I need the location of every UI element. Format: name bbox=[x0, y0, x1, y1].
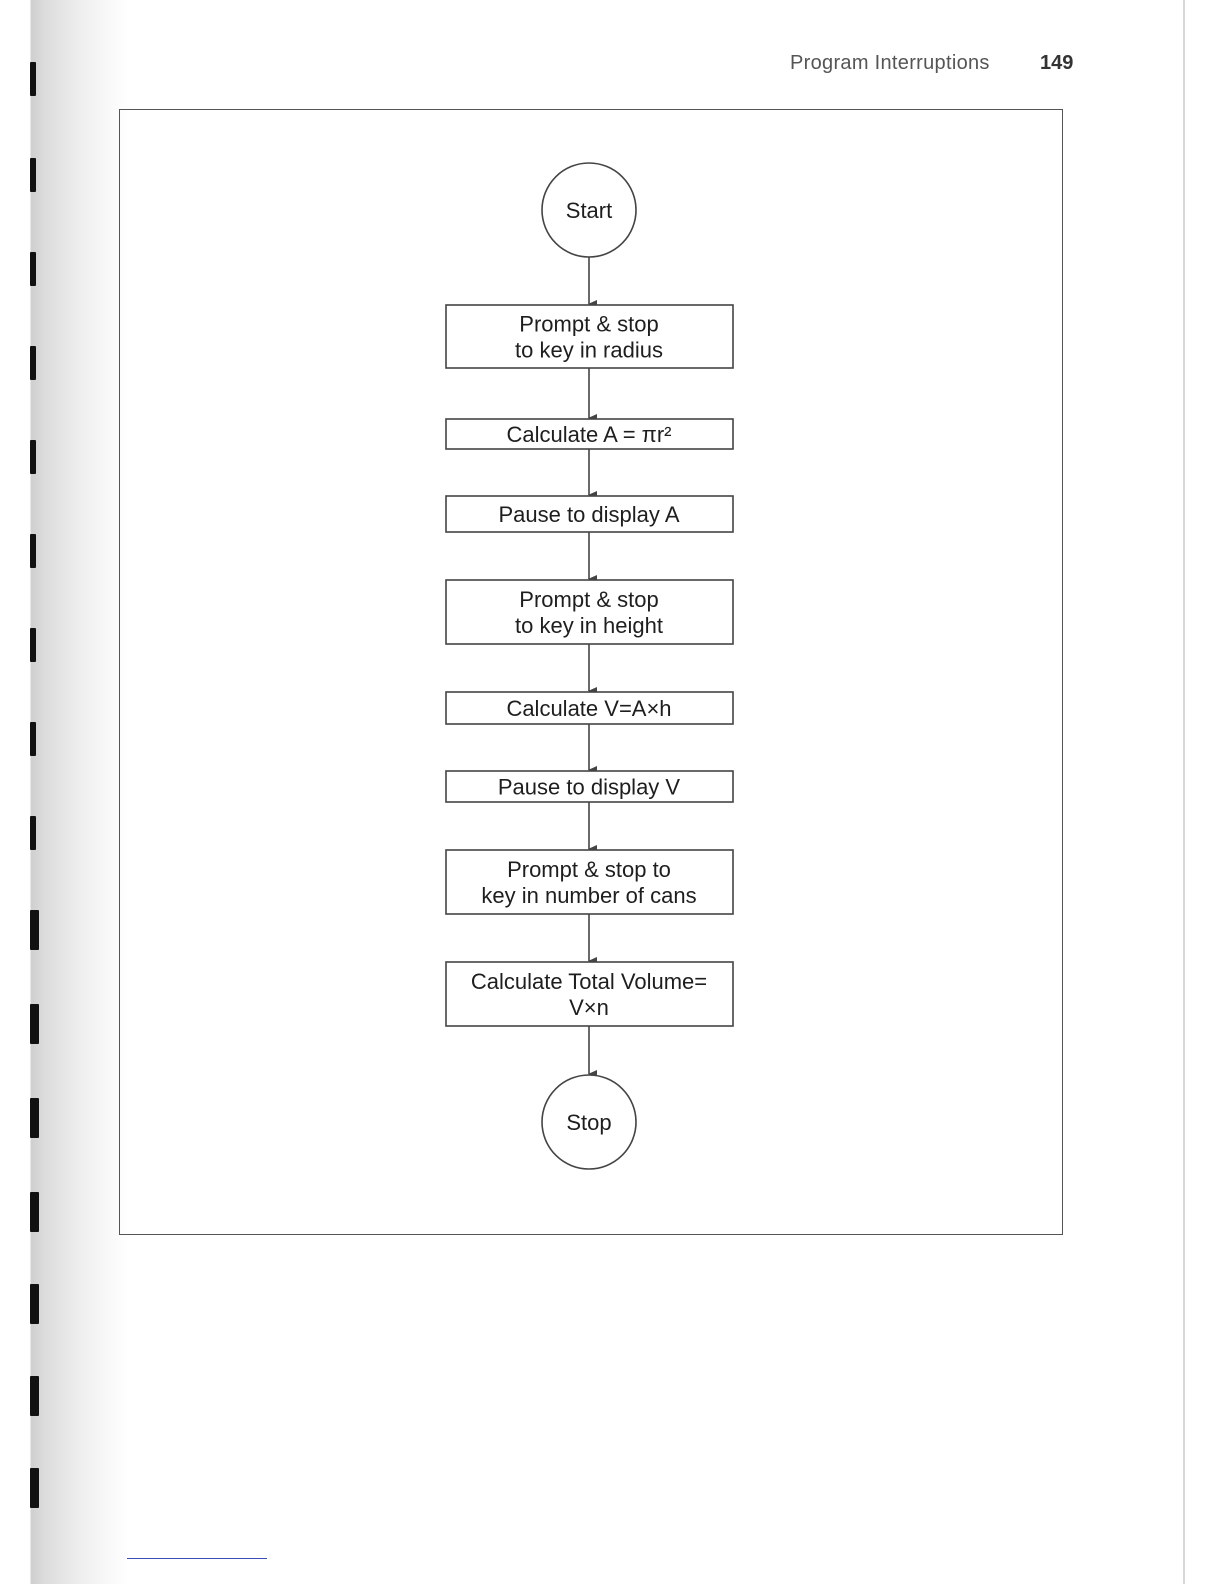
node-label: Start bbox=[566, 198, 612, 223]
node-label: Prompt & stop bbox=[519, 312, 658, 337]
bottom-rule bbox=[127, 1558, 267, 1559]
node-start: Start bbox=[542, 163, 636, 257]
node-calc-area: Calculate A = πr² bbox=[446, 419, 733, 449]
node-label: Prompt & stop bbox=[519, 587, 658, 612]
node-label: to key in height bbox=[515, 613, 663, 638]
node-label: V×n bbox=[569, 995, 609, 1020]
node-label: Calculate V=A×h bbox=[506, 696, 671, 721]
node-label: Pause to display V bbox=[498, 775, 681, 800]
node-label: Stop bbox=[566, 1110, 611, 1135]
node-calc-volume: Calculate V=A×h bbox=[446, 692, 733, 724]
node-label: key in number of cans bbox=[481, 883, 696, 908]
node-stop: Stop bbox=[542, 1075, 636, 1169]
node-label: Prompt & stop to bbox=[507, 857, 671, 882]
node-label: Calculate Total Volume= bbox=[471, 969, 707, 994]
node-label: Calculate A = πr² bbox=[507, 422, 672, 447]
node-label: to key in radius bbox=[515, 338, 663, 363]
node-pause-volume: Pause to display V bbox=[446, 771, 733, 802]
node-calc-total: Calculate Total Volume=V×n bbox=[446, 962, 733, 1026]
node-pause-area: Pause to display A bbox=[446, 496, 733, 532]
node-label: Pause to display A bbox=[498, 502, 679, 527]
